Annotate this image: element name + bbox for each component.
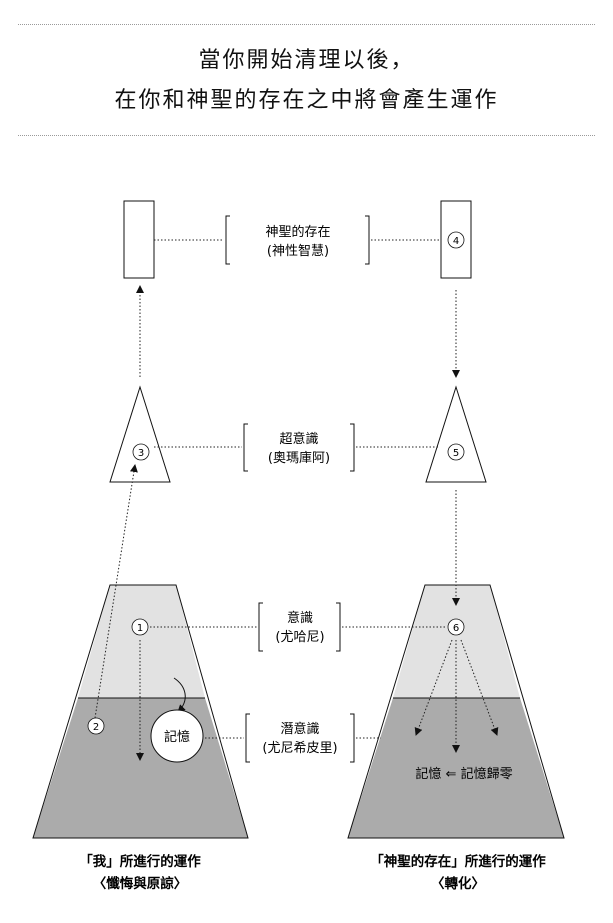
left-superconscious-triangle [109,385,171,483]
subconscious-sublabel: (尤尼希皮里) [262,741,337,756]
memory-circle [150,709,204,763]
title-line-1: 當你開始清理以後， [198,48,415,73]
subconscious-label: 潛意識 [280,721,319,737]
right-caption-line-2: 〈轉化〉 [431,875,485,892]
number-2: 2 [93,722,99,733]
divine-sublabel: (神性智慧) [267,243,329,259]
left-divine-box [123,200,155,279]
number-6: 6 [453,623,459,634]
left-caption-line-1: 「我」所進行的運作 [79,853,201,870]
arrow-2-to-3 [94,464,138,719]
superconscious-sublabel: (奧瑪庫阿) [268,451,330,466]
bottom-dotted-rule [18,135,595,136]
conscious-sublabel: (尤哈尼) [275,630,324,645]
arrow-6-left [414,639,453,736]
divine-label: 神聖的存在 [265,224,330,240]
right-subconscious-region [348,698,564,838]
memory-label: 記憶 [164,729,190,745]
conscious-label: 意識 [287,610,313,626]
number-1: 1 [137,623,143,634]
arrow-6-right [460,639,499,736]
title-line-2: 在你和神聖的存在之中將會產生運作 [114,88,499,113]
left-conscious-region [78,585,205,698]
left-mind-outline [32,584,249,839]
number-3: 3 [138,448,144,459]
right-caption-line-1: 「神聖的存在」所進行的運作 [370,853,546,870]
right-superconscious-triangle [425,385,487,483]
left-caption-line-2: 〈懺悔與原諒〉 [93,875,188,892]
top-dotted-rule [18,24,595,25]
number-4: 4 [453,236,459,247]
memory-transform-label: 記憶 ⇐ 記憶歸零 [415,766,512,782]
left-subconscious-region [33,698,248,838]
right-mind-outline [347,584,565,839]
superconscious-label: 超意識 [279,431,318,447]
number-5: 5 [453,448,459,459]
memory-curve-arrow [173,677,186,713]
